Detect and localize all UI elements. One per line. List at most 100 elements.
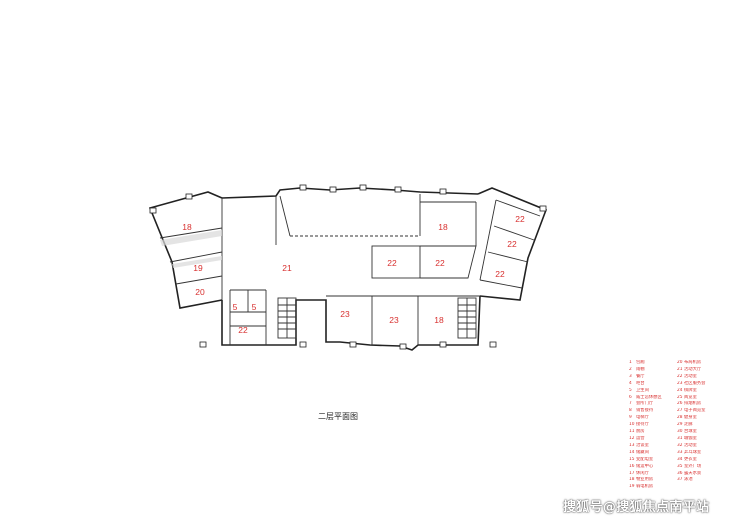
legend-item-number: 13: [629, 442, 635, 448]
legend-item-number: 16: [629, 463, 635, 469]
legend-item-text: 弱电机房: [636, 484, 654, 490]
legend-item-number: 14: [629, 449, 635, 455]
room-label: 22: [238, 325, 248, 335]
room-label: 23: [389, 315, 399, 325]
room-label: 5: [233, 302, 238, 312]
legend-item: [677, 484, 729, 491]
legend-item-number: 10: [629, 422, 635, 428]
room-label: 18: [438, 222, 448, 232]
legend-item-text: 排烟机房: [684, 401, 702, 407]
legend-item-number: 9: [629, 415, 632, 421]
legend-item: 9 电梯厅: [629, 415, 677, 422]
legend-item-text: 包厢: [636, 360, 645, 365]
legend-item-number: 20: [677, 360, 683, 365]
watermark: 搜狐号@搜狐焦点南平站: [563, 500, 710, 515]
legend-item: 7 会所门厅: [629, 401, 677, 408]
legend-item-number: 15: [629, 456, 635, 462]
legend-item-text: 储藏间: [636, 449, 649, 455]
legend-item-text: 运营: [636, 435, 645, 441]
room-label: 18: [182, 222, 192, 232]
legend-item-text: 变配电室: [636, 456, 654, 462]
left-wing-inner-wall: [221, 300, 276, 346]
legend-item-number: 3: [629, 373, 632, 379]
room-label: 21: [282, 263, 292, 273]
room-label: 22: [507, 239, 517, 249]
legend-item-number: 11: [629, 429, 635, 435]
legend-item-text: 威士忌休憩区: [636, 394, 662, 400]
legend-item-number: 2: [629, 366, 632, 372]
room-label: 19: [193, 263, 203, 273]
legend-item-text: 台球室: [684, 429, 697, 435]
legend-item-text: 休闲厅: [636, 470, 649, 476]
legend-item-text: 泳池: [684, 477, 693, 483]
legend-item: 2 雨棚: [629, 367, 677, 374]
legend-item-text: 棋牌室: [684, 387, 697, 393]
legend-item-number: 37: [677, 477, 683, 483]
legend-item-number: 22: [677, 373, 683, 379]
legend-item: 3 餐厅: [629, 374, 677, 381]
legend-item-text: 布局机房: [684, 360, 702, 365]
legend-item-text: 卫生间: [636, 387, 649, 393]
legend-item-number: 30: [677, 429, 683, 435]
legend-item-text: 乒乓球室: [684, 449, 702, 455]
room-label: 5: [252, 302, 257, 312]
legend-item-text: 餐厅: [636, 373, 645, 379]
legend-item-number: 25: [677, 394, 683, 400]
room-label: 22: [435, 258, 445, 268]
legend-item-number: 34: [677, 456, 683, 462]
legend-item-text: 物业用房: [636, 477, 654, 483]
legend-item-number: 23: [677, 380, 683, 386]
legend-item-text: 销售接待: [636, 408, 654, 414]
legend-item-number: 6: [629, 394, 632, 400]
legend-item-number: 35: [677, 463, 683, 469]
legend-item-text: 更衣室: [684, 456, 697, 462]
legend-item-number: 7: [629, 401, 632, 407]
legend-item-number: 5: [629, 387, 632, 393]
legend-item: 5 卫生间: [629, 388, 677, 395]
legend-item-number: 4: [629, 380, 632, 386]
legend-item-number: 29: [677, 422, 683, 428]
legend-item-text: 瑜伽室: [684, 435, 697, 441]
legend-item-text: 活动室: [684, 442, 697, 448]
legend-item-text: 活动室: [684, 373, 697, 379]
legend-item-number: 31: [677, 435, 683, 441]
legend-item-number: 33: [677, 449, 683, 455]
legend-item-text: 健身室: [684, 415, 697, 421]
legend-item-text: 雨棚: [636, 366, 645, 372]
room-label: 22: [495, 269, 505, 279]
legend-item-text: 阅览室: [684, 394, 697, 400]
legend-item-number: 17: [629, 470, 635, 476]
legend-item-number: 36: [677, 470, 683, 476]
left-wing-outer-wall: [148, 191, 223, 309]
legend-item-number: 12: [629, 435, 635, 441]
room-label: 23: [340, 309, 350, 319]
room-label: 22: [387, 258, 397, 268]
legend-item: 6 威士忌休憩区: [629, 395, 677, 402]
legend-item-text: 电梯厅: [636, 415, 649, 421]
legend-item-number: 18: [629, 477, 635, 483]
legend-item-text: 会所门厅: [636, 401, 654, 407]
